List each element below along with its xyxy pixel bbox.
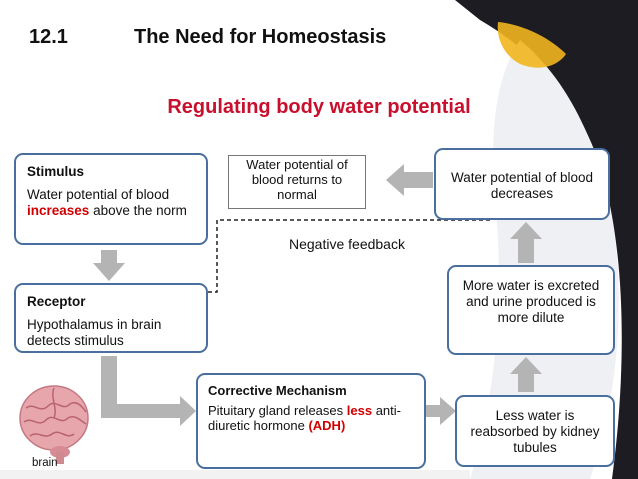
- reabsorbed-box: Less water is reabsorbed by kidney tubul…: [455, 395, 615, 467]
- corrective-highlight-adh: (ADH): [308, 418, 346, 434]
- corrective-heading: Corrective Mechanism: [208, 383, 347, 398]
- negative-feedback-line: [198, 219, 490, 293]
- corrective-highlight-less: less: [346, 402, 373, 418]
- returns-text: Water potential of blood returns to norm…: [246, 157, 348, 202]
- excreted-text: More water is excreted and urine produce…: [462, 278, 600, 326]
- diagram-subtitle: Regulating body water potential: [167, 96, 471, 118]
- decreases-text: Water potential of blood decreases: [450, 170, 594, 202]
- arrow-reabsorbed-to-excreted: [510, 357, 542, 392]
- receptor-text: Hypothalamus in brain detects stimulus: [27, 317, 162, 349]
- returns-box: Water potential of blood returns to norm…: [228, 155, 366, 209]
- receptor-box: Receptor Hypothalamus in brain detects s…: [14, 283, 208, 353]
- receptor-heading: Receptor: [27, 294, 86, 309]
- corrective-mechanism-box: Corrective Mechanism Pituitary gland rel…: [196, 373, 426, 469]
- stimulus-box: Stimulus Water potential of blood increa…: [14, 153, 208, 245]
- section-number: 12.1: [29, 26, 68, 48]
- corrective-text: Pituitary gland releases: [208, 402, 344, 418]
- decreases-box: Water potential of blood decreases: [434, 148, 610, 220]
- arrow-corrective-to-reabsorbed: [426, 397, 456, 425]
- arrow-decreases-to-returns: [386, 164, 433, 196]
- corrective-text-middle: anti-diuretic hormone: [208, 402, 401, 434]
- arrow-stimulus-to-receptor: [93, 250, 125, 281]
- arrow-excreted-to-decreases: [510, 222, 542, 263]
- arrow-receptor-to-corrective: [101, 356, 196, 426]
- negative-feedback-label: Negative feedback: [289, 236, 405, 252]
- stimulus-heading: Stimulus: [27, 164, 85, 179]
- brain-label: brain: [32, 457, 58, 469]
- excreted-box: More water is excreted and urine produce…: [447, 265, 615, 355]
- stimulus-text-end: above the norm: [93, 203, 187, 219]
- slide-title: The Need for Homeostasis: [134, 26, 387, 48]
- brain-image: [19, 385, 89, 464]
- reabsorbed-text: Less water is reabsorbed by kidney tubul…: [470, 408, 600, 456]
- stimulus-highlight: increases: [27, 203, 90, 219]
- stimulus-text: Water potential of blood: [27, 187, 170, 203]
